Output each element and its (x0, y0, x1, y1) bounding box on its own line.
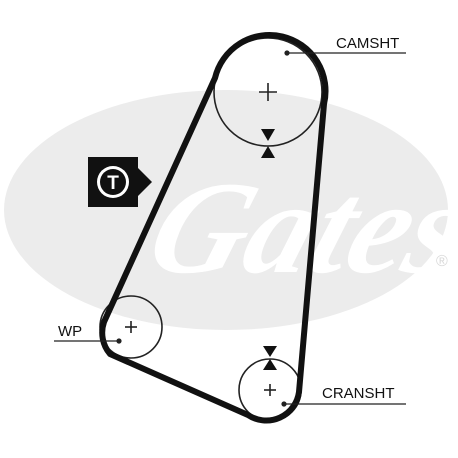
svg-text:Gates: Gates (132, 155, 458, 301)
timing-belt (99, 32, 329, 424)
center-crosshair-icon (259, 83, 277, 101)
tensioner-badge-icon: T (88, 157, 152, 207)
crankshaft-label: CRANSHT (322, 385, 395, 402)
timing-mark-arrow-icon (263, 346, 277, 370)
tensioner-badge-letter: T (107, 173, 119, 194)
gates-watermark-logo: Gates ® (4, 90, 458, 330)
camshaft-label: CAMSHT (336, 35, 399, 52)
center-crosshair-icon (125, 321, 137, 333)
leader-lines (54, 50, 406, 407)
timing-mark-arrow-icon (261, 129, 275, 158)
camshaft-pulley (213, 37, 323, 158)
center-crosshair-icon (264, 384, 276, 396)
registered-mark: ® (436, 253, 448, 270)
water-pump-label: WP (58, 323, 82, 340)
